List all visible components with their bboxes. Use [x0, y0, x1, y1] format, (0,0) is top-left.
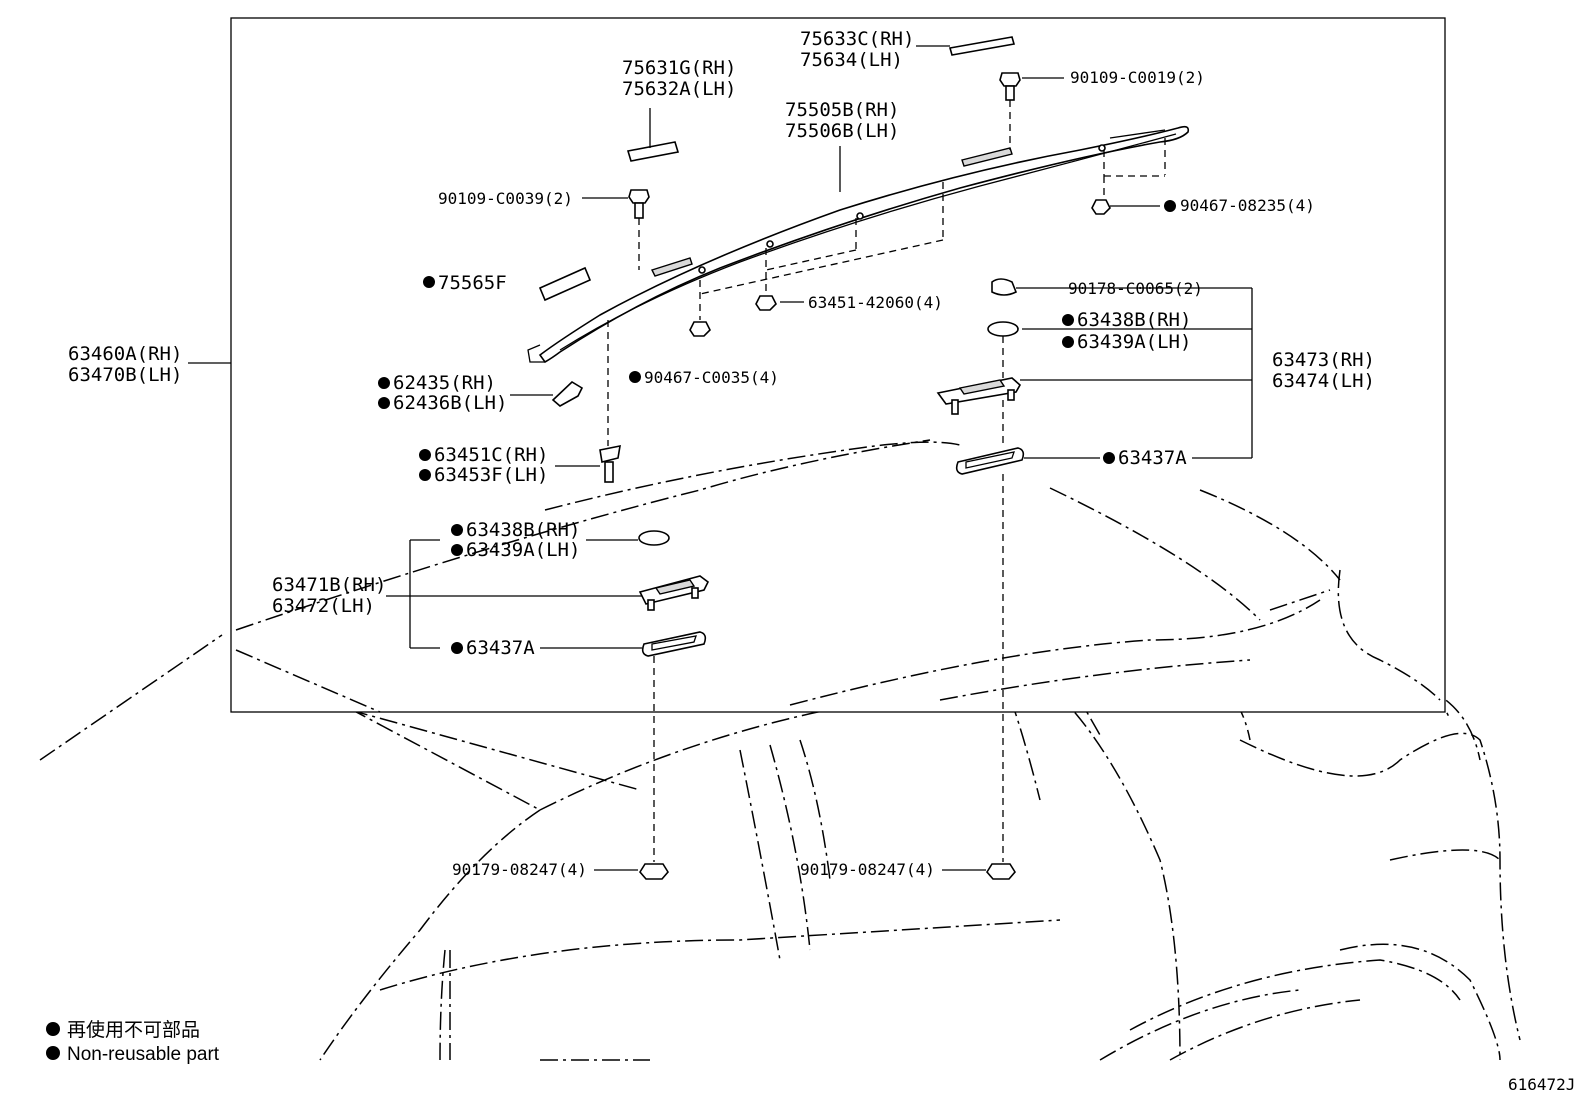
support-front-part — [638, 575, 710, 611]
label-support-rear-rh: 63473(RH) — [1272, 349, 1375, 371]
label-bolt-front: 90109-C0039(2) — [438, 189, 573, 208]
label-gasket-front: 63437A — [466, 637, 535, 659]
end-cover-front-part — [626, 141, 680, 162]
nut-bottom-right-part — [986, 863, 1016, 880]
label-rail-lh: 75506B(LH) — [785, 120, 899, 142]
legend-text-ja: 再使用不可部品 — [67, 1019, 200, 1041]
end-cover-rear-part — [948, 36, 1016, 56]
label-support-front-lh: 63472(LH) — [272, 595, 375, 617]
diagram-code: 616472J — [1508, 1075, 1575, 1094]
gasket-rear-part — [955, 447, 1025, 475]
leader-lines — [188, 45, 1253, 871]
nut-rear-part — [991, 278, 1018, 296]
legend-dot-ja — [46, 1022, 60, 1036]
label-cover-rh: 62435(RH) — [393, 372, 496, 394]
label-pad-rear-rh: 63438B(RH) — [1077, 309, 1191, 331]
pad-rear-part — [987, 321, 1019, 337]
label-pad-front-rh: 63438B(RH) — [466, 519, 580, 541]
label-retainer-lh: 63453F(LH) — [434, 464, 548, 486]
vehicle-roof-in-frame — [235, 439, 1441, 713]
label-nut-rail: 63451-42060(4) — [808, 293, 943, 312]
label-support-front-rh: 63471B(RH) — [272, 574, 386, 596]
label-end-cover-front-lh: 75632A(LH) — [622, 78, 736, 100]
label-clip-front: 90467-C0035(4) — [644, 368, 779, 387]
cover-part — [551, 381, 584, 407]
nut-rail-part — [755, 295, 777, 311]
tape-part — [538, 266, 592, 302]
label-nut-bottom-right: 90179-08247(4) — [800, 860, 935, 879]
label-end-cover-front-rh: 75631G(RH) — [622, 57, 736, 79]
label-end-cover-rear-lh: 75634(LH) — [800, 49, 903, 71]
label-pad-rear-lh: 63439A(LH) — [1077, 331, 1191, 353]
roof-rail — [527, 125, 1190, 364]
clip-front-part — [689, 321, 711, 337]
label-end-cover-rear-rh: 75633C(RH) — [800, 28, 914, 50]
legend-text-en: Non-reusable part — [67, 1044, 220, 1065]
retainer-part — [599, 444, 621, 483]
label-bolt-rear: 90109-C0019(2) — [1070, 68, 1205, 87]
label-cover-lh: 62436B(LH) — [393, 392, 507, 414]
clip-rear-part — [1091, 199, 1111, 215]
gasket-front-part — [641, 631, 707, 657]
legend-dot-en — [46, 1046, 60, 1060]
label-gasket-rear: 63437A — [1118, 447, 1187, 469]
label-rail-rh: 75505B(RH) — [785, 99, 899, 121]
pad-front-part — [638, 530, 670, 546]
label-clip-rear: 90467-08235(4) — [1180, 196, 1315, 215]
non-reusable-markers — [378, 200, 1176, 654]
label-pad-front-lh: 63439A(LH) — [466, 539, 580, 561]
legend: 再使用不可部品 Non-reusable part — [46, 1019, 220, 1065]
assembly-dashed-lines — [607, 100, 1166, 862]
label-roof-rack-lh: 63470B(LH) — [68, 364, 182, 386]
nut-bottom-left-part — [639, 863, 669, 880]
label-retainer-rh: 63451C(RH) — [434, 444, 548, 466]
label-roof-rack-rh: 63460A(RH) — [68, 343, 182, 365]
label-support-rear-lh: 63474(LH) — [1272, 370, 1375, 392]
support-rear-part — [936, 377, 1022, 415]
label-tape: 75565F — [438, 272, 507, 294]
label-nut-bottom-left: 90179-08247(4) — [452, 860, 587, 879]
label-nut-rear: 90178-C0065(2) — [1068, 279, 1203, 298]
